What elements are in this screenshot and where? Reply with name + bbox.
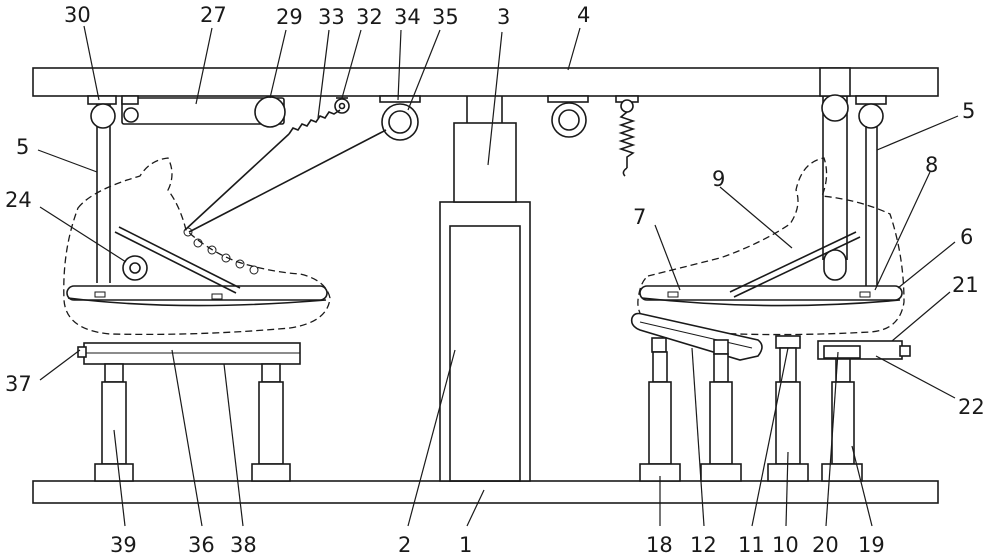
right-shoe-outline [637,157,905,336]
leader-lines [37,25,959,527]
left-guide-pulley [188,95,421,233]
label-19: 19 [858,533,885,557]
label-5-right: 5 [962,99,975,123]
label-29: 29 [276,5,303,29]
label-22: 22 [958,395,985,419]
right-slide-table [817,340,911,482]
label-36: 36 [188,533,215,557]
right-spring [615,95,639,177]
label-7: 7 [633,205,646,229]
label-39: 39 [110,533,137,557]
label-11: 11 [738,533,765,557]
label-18: 18 [646,533,673,557]
top-beam [32,67,939,97]
right-tilted-tray [630,312,763,482]
label-1: 1 [459,533,472,557]
label-10: 10 [772,533,799,557]
label-24: 24 [5,188,32,212]
left-lever-assembly [121,95,286,128]
label-32: 32 [356,5,383,29]
label-38: 38 [230,533,257,557]
left-support-table [77,342,301,482]
left-shoe-outline [63,157,331,336]
left-spring [184,97,350,231]
right-support-rod [819,67,887,300]
label-20: 20 [812,533,839,557]
label-30: 30 [64,3,91,27]
label-9: 9 [712,167,725,191]
label-21: 21 [952,273,979,297]
label-33: 33 [318,5,345,29]
label-3: 3 [497,5,510,29]
right-guide-pulley [547,95,589,138]
label-4: 4 [577,3,590,27]
reference-labels: 30 27 29 33 32 34 35 3 4 5 5 24 9 8 7 6 … [5,3,985,557]
label-2: 2 [398,533,411,557]
label-5-left: 5 [16,135,29,159]
label-35: 35 [432,5,459,29]
label-12: 12 [690,533,717,557]
label-34: 34 [394,5,421,29]
left-support-rod [87,95,117,283]
label-27: 27 [200,3,227,27]
label-37: 37 [5,372,32,396]
label-6: 6 [960,225,973,249]
central-column [439,96,531,482]
label-8: 8 [925,153,938,177]
base-plate [32,480,939,504]
